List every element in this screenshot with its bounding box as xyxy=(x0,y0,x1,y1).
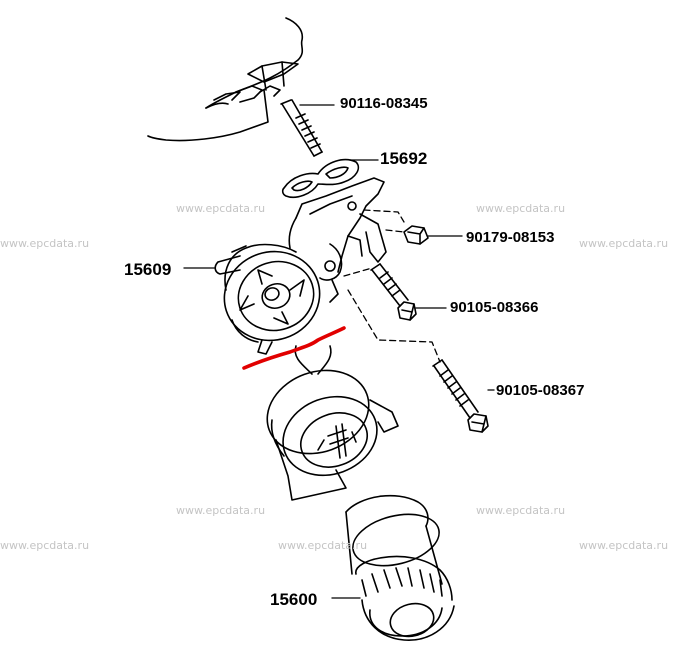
red-marker-stroke xyxy=(242,326,346,370)
part-label-gasket: 15692 xyxy=(380,149,428,168)
part-label-cooler-housing: 15609 xyxy=(124,260,172,279)
part-label-oil-filter: 15600 xyxy=(270,590,318,609)
watermark: www.epcdata.ru xyxy=(579,237,669,250)
oil-filter-drawing xyxy=(345,494,455,641)
watermark: www.epcdata.ru xyxy=(0,539,90,552)
watermark: www.epcdata.ru xyxy=(278,539,368,552)
filter-adaptor-drawing xyxy=(266,345,399,501)
watermark: www.epcdata.ru xyxy=(476,202,566,215)
bolt-long-drawing xyxy=(432,359,489,433)
watermark: www.epcdata.ru xyxy=(176,202,266,215)
bolt-short-drawing xyxy=(370,263,417,321)
part-label-bolt-short: 90105-08366 xyxy=(450,299,539,316)
watermark: www.epcdata.ru xyxy=(0,237,90,250)
watermark: www.epcdata.ru xyxy=(579,539,669,552)
gasket-drawing xyxy=(281,158,360,199)
stud-drawing xyxy=(280,99,323,157)
nut-drawing xyxy=(403,225,429,245)
part-label-bolt-long: 90105-08367 xyxy=(496,382,585,399)
watermark: www.epcdata.ru xyxy=(476,504,566,517)
part-label-nut: 90179-08153 xyxy=(466,229,555,246)
engine-block-outline xyxy=(147,17,304,142)
oil-cooler-housing-drawing xyxy=(214,177,387,355)
watermark: www.epcdata.ru xyxy=(176,504,266,517)
assembly-lines xyxy=(343,209,441,363)
part-label-stud: 90116-08345 xyxy=(340,95,428,112)
